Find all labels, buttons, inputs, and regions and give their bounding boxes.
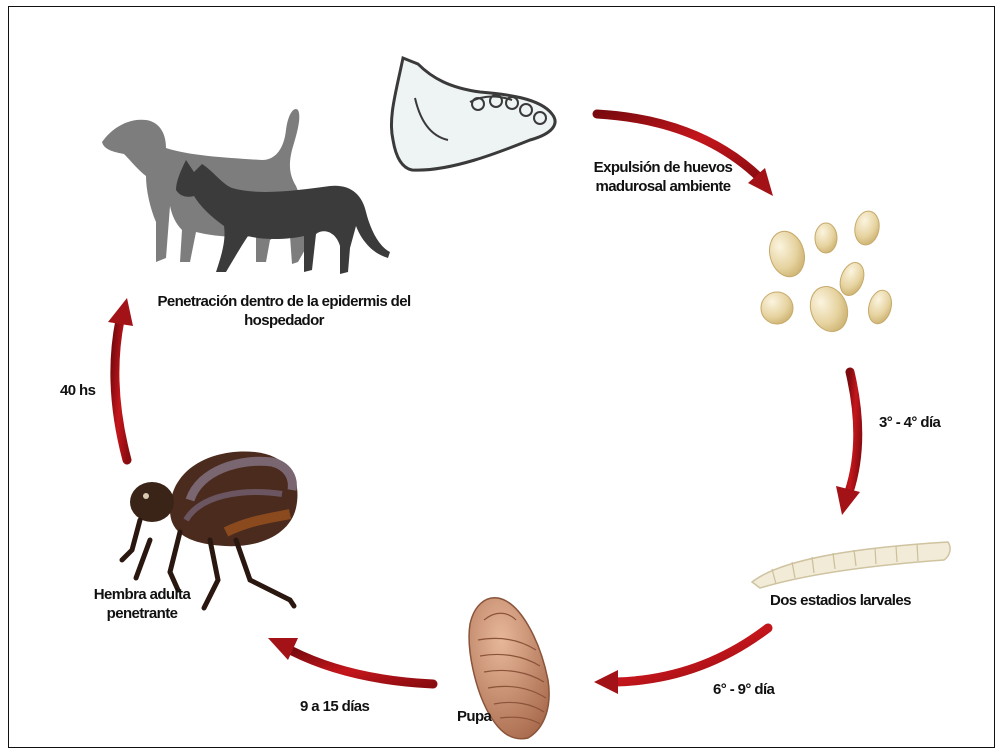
arrow-eggs-to-larvae [836, 372, 860, 515]
foot-icon [391, 58, 555, 170]
label-interval-adult-to-host: 40 hs [60, 381, 95, 400]
label-penetration: Penetración dentro de la epidermis del h… [148, 292, 420, 330]
label-larvae: Dos estadios larvales [770, 591, 911, 610]
label-adult-female: Hembra adulta penetrante [74, 585, 210, 623]
label-interval-pupa-to-adult: 9 a 15 días [300, 697, 369, 716]
larva-icon [752, 542, 950, 588]
arrow-pupa-to-adult [268, 638, 433, 684]
label-pupa: Pupa [457, 707, 491, 726]
label-interval-larvae-to-pupa: 6° - 9° día [713, 680, 774, 699]
label-interval-eggs-to-larvae: 3° - 4° día [879, 413, 940, 432]
label-expulsion: Expulsión de huevos madurosal ambiente [588, 158, 738, 196]
arrow-adult-to-host [108, 298, 133, 460]
eggs-icon [761, 209, 895, 337]
